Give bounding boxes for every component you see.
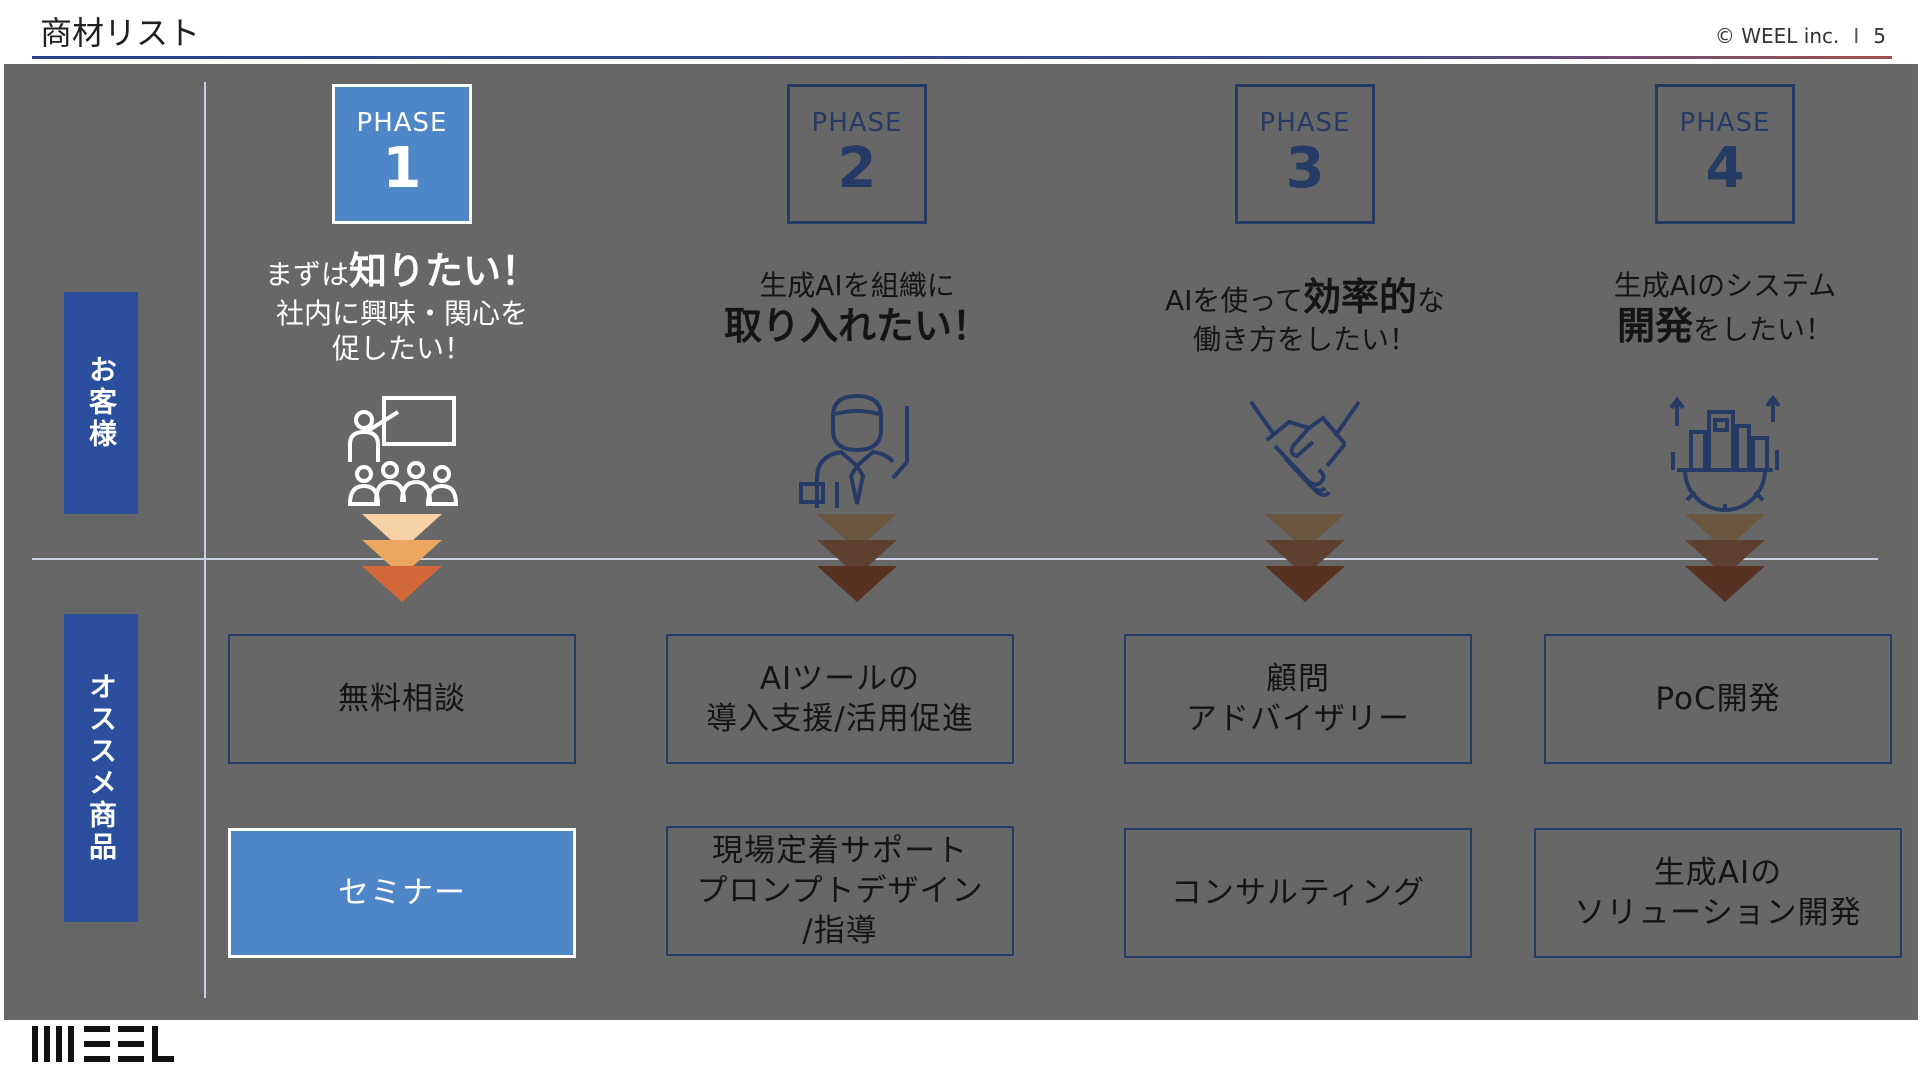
chevron-1 [817, 514, 897, 550]
need-line: 促したい！ [192, 331, 612, 366]
customer-need-1: まずは知りたい！社内に興味・関心を促したい！ [192, 248, 612, 366]
product-box-1-1[interactable]: 無料相談 [228, 634, 576, 764]
phase-number: 2 [837, 136, 877, 202]
need-line: 働き方をしたい！ [1095, 322, 1515, 357]
need-line: 生成AIを組織に [647, 268, 1067, 303]
handshake-icon [1249, 400, 1361, 497]
product-box-3-1[interactable]: 顧問 アドバイザリー [1124, 634, 1472, 764]
need-text: 取り入れたい！ [723, 304, 990, 348]
chevron-down-icon [1685, 514, 1765, 602]
need-text: 効率的 [1302, 275, 1417, 319]
chevron-2 [817, 540, 897, 576]
chevron-3 [1265, 566, 1345, 602]
phase-label: PHASE [356, 108, 448, 139]
chevron-3 [817, 566, 897, 602]
need-line: 取り入れたい！ [647, 303, 1067, 351]
chevron-down-icon [1265, 514, 1345, 602]
chevron-2 [1685, 540, 1765, 576]
copyright-text: © WEEL inc. [1714, 24, 1840, 48]
need-text: 開発 [1616, 304, 1693, 348]
chevron-down-icon [817, 514, 897, 602]
page-title: 商材リスト [40, 14, 201, 52]
page-number: 5 [1873, 24, 1886, 48]
weel-logo [32, 1026, 174, 1062]
need-line: AIを使って効率的な [1095, 274, 1515, 322]
need-text: 働き方をしたい！ [1192, 322, 1417, 356]
need-text: 社内に興味・関心を [275, 296, 528, 330]
need-text: 知りたい！ [349, 249, 540, 293]
seminar-presentation-icon [347, 396, 459, 506]
need-text: 生成AIのシステム [1613, 269, 1837, 302]
phase-label: PHASE [811, 108, 903, 139]
horizontal-divider [32, 558, 1878, 560]
product-box-1-2[interactable]: セミナー [228, 828, 576, 958]
chevron-down-icon [362, 514, 442, 602]
chevron-1 [1685, 514, 1765, 550]
product-box-3-2[interactable]: コンサルティング [1124, 828, 1472, 958]
need-text: 促したい！ [331, 331, 472, 365]
need-text: 生成AIを組織に [759, 269, 955, 302]
customer-need-4: 生成AIのシステム開発をしたい！ [1515, 268, 1920, 351]
separator: I [1853, 24, 1860, 48]
chevron-1 [362, 514, 442, 550]
header-divider [32, 56, 1892, 59]
chevron-3 [362, 566, 442, 602]
need-line: 社内に興味・関心を [192, 296, 612, 331]
product-box-2-1[interactable]: AIツールの 導入支援/活用促進 [666, 634, 1014, 764]
product-box-2-2[interactable]: 現場定着サポート プロンプトデザイン /指導 [666, 826, 1014, 956]
vertical-divider [204, 82, 206, 998]
customer-need-3: AIを使って効率的な働き方をしたい！ [1095, 274, 1515, 357]
phase-number: 4 [1705, 136, 1745, 202]
need-text: をしたい！ [1693, 313, 1834, 346]
chevron-3 [1685, 566, 1765, 602]
chevron-2 [1265, 540, 1345, 576]
side-label-customer: お客様 [64, 292, 138, 514]
phase-number: 3 [1285, 136, 1325, 202]
phase-label: PHASE [1259, 108, 1351, 139]
phase-number: 1 [382, 136, 422, 202]
phase-label: PHASE [1679, 108, 1771, 139]
need-line: 生成AIのシステム [1515, 268, 1920, 303]
system-development-gear-icon [1669, 394, 1781, 512]
chevron-2 [362, 540, 442, 576]
need-text: AIを使って [1164, 284, 1303, 317]
need-text: な [1417, 284, 1446, 317]
product-box-4-1[interactable]: PoC開発 [1544, 634, 1892, 764]
need-line: まずは知りたい！ [192, 248, 612, 296]
chevron-1 [1265, 514, 1345, 550]
need-text: まずは [264, 258, 349, 291]
need-line: 開発をしたい！ [1515, 303, 1920, 351]
businessman-pointer-icon [799, 393, 909, 508]
customer-need-2: 生成AIを組織に取り入れたい！ [647, 268, 1067, 351]
product-box-4-2[interactable]: 生成AIの ソリューション開発 [1534, 828, 1902, 958]
side-label-products: オススメ商品 [64, 614, 138, 922]
